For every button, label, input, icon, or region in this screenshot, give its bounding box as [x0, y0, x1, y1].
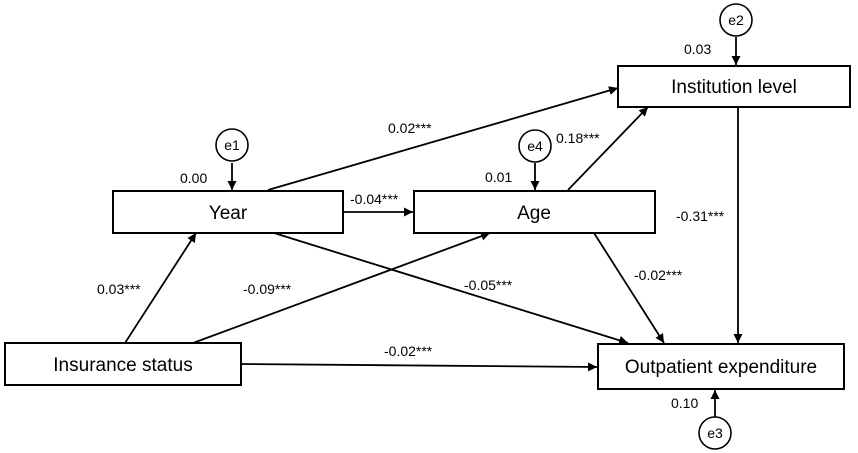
node-label-insurance: Insurance status — [53, 355, 192, 376]
edge-year-to-outpatient — [273, 232, 629, 345]
coef-insurance-to-year: 0.03*** — [97, 281, 141, 297]
error-label-e2: e2 — [728, 12, 744, 28]
node-label-age: Age — [517, 203, 551, 224]
error-circle-e2 — [719, 3, 753, 37]
coef-year-to-age: -0.04*** — [350, 191, 399, 207]
coef-age-to-institution: 0.18*** — [556, 130, 600, 146]
node-label-outpatient: Outpatient expenditure — [625, 357, 817, 378]
node-outpatient-expenditure: Outpatient expenditure — [597, 343, 845, 390]
coef-year-to-outpatient: -0.05*** — [464, 277, 513, 293]
node-year: Year — [112, 190, 344, 234]
variance-e4: 0.01 — [485, 169, 512, 185]
error-circle-e4 — [518, 129, 552, 163]
node-institution-level: Institution level — [617, 65, 851, 108]
coef-insurance-to-age: -0.09*** — [243, 281, 292, 297]
error-circle-e1 — [215, 128, 249, 162]
node-label-year: Year — [209, 203, 248, 224]
coef-institution-to-outpatient: -0.31*** — [676, 208, 725, 224]
edge-insurance-to-outpatient — [240, 362, 598, 372]
coef-year-to-institution: 0.02*** — [388, 120, 432, 136]
coef-insurance-to-outpatient: -0.02*** — [384, 343, 433, 359]
variance-e2: 0.03 — [684, 41, 711, 57]
error-label-e4: e4 — [527, 138, 543, 154]
variance-e1: 0.00 — [180, 170, 207, 186]
node-label-institution: Institution level — [671, 77, 797, 98]
edge-age-to-outpatient — [593, 232, 665, 344]
edge-insurance-to-age — [192, 231, 491, 344]
edge-year-to-institution — [267, 86, 619, 191]
edge-insurance-to-year — [124, 232, 197, 344]
edge-age-to-institution — [567, 106, 649, 191]
error-label-e3: e3 — [707, 425, 723, 441]
coef-age-to-outpatient: -0.02*** — [634, 267, 683, 283]
node-insurance-status: Insurance status — [4, 342, 242, 386]
node-age: Age — [413, 190, 656, 234]
error-circle-e3 — [698, 416, 732, 450]
variance-e3: 0.10 — [671, 395, 698, 411]
error-label-e1: e1 — [224, 137, 240, 153]
